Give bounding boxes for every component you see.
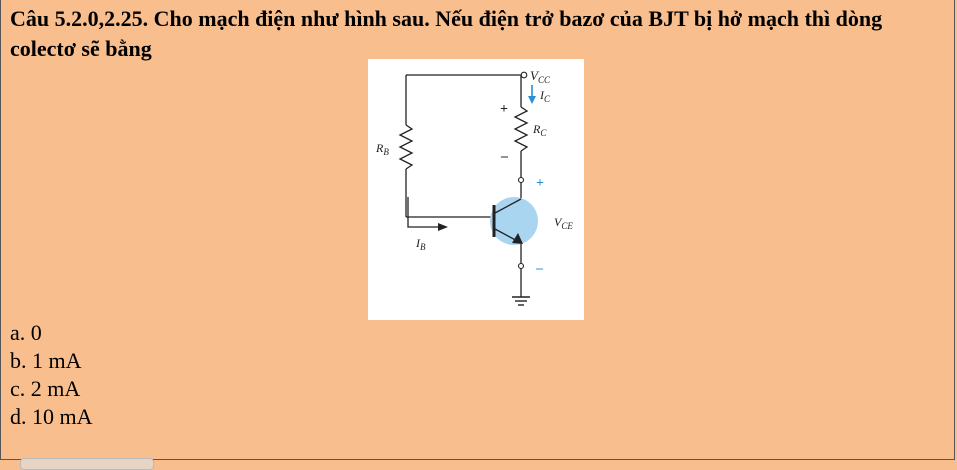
bottom-tab [20,458,154,470]
emitter-terminal [517,262,525,270]
transistor [490,197,538,245]
ic-arrow-head [528,96,536,104]
rc-label: RC [532,122,547,138]
collector-terminal [517,176,525,184]
vce-label: VCE [554,215,573,231]
ib-arrow-head [438,223,448,231]
question-text: Câu 5.2.0,2.25. Cho mạch điện như hình s… [10,6,883,61]
circuit-figure: VCC IC RC RB VCE IB + – + – [368,59,584,320]
vcc-terminal [520,71,528,79]
transistor-body [490,197,538,245]
rb-label: RB [375,141,389,157]
ce-minus-sign: – [535,261,544,276]
ib-label: IB [415,236,426,252]
answer-a[interactable]: a. 0 [10,320,42,345]
answer-list: a. 0 b. 1 mA c. 2 mA d. 10 mA [10,319,93,431]
ic-label: IC [539,88,551,104]
answer-c[interactable]: c. 2 mA [10,376,81,401]
slide-frame [0,0,955,460]
ib-arrow [407,197,442,228]
ground-symbol [512,296,530,306]
vcc-label: VCC [530,68,551,85]
rc-plus-sign: + [500,102,508,117]
rc-minus-sign: – [500,149,509,164]
ce-plus-sign: + [536,176,544,191]
answer-d[interactable]: d. 10 mA [10,404,93,429]
answer-b[interactable]: b. 1 mA [10,348,82,373]
circuit-wires [398,74,529,297]
